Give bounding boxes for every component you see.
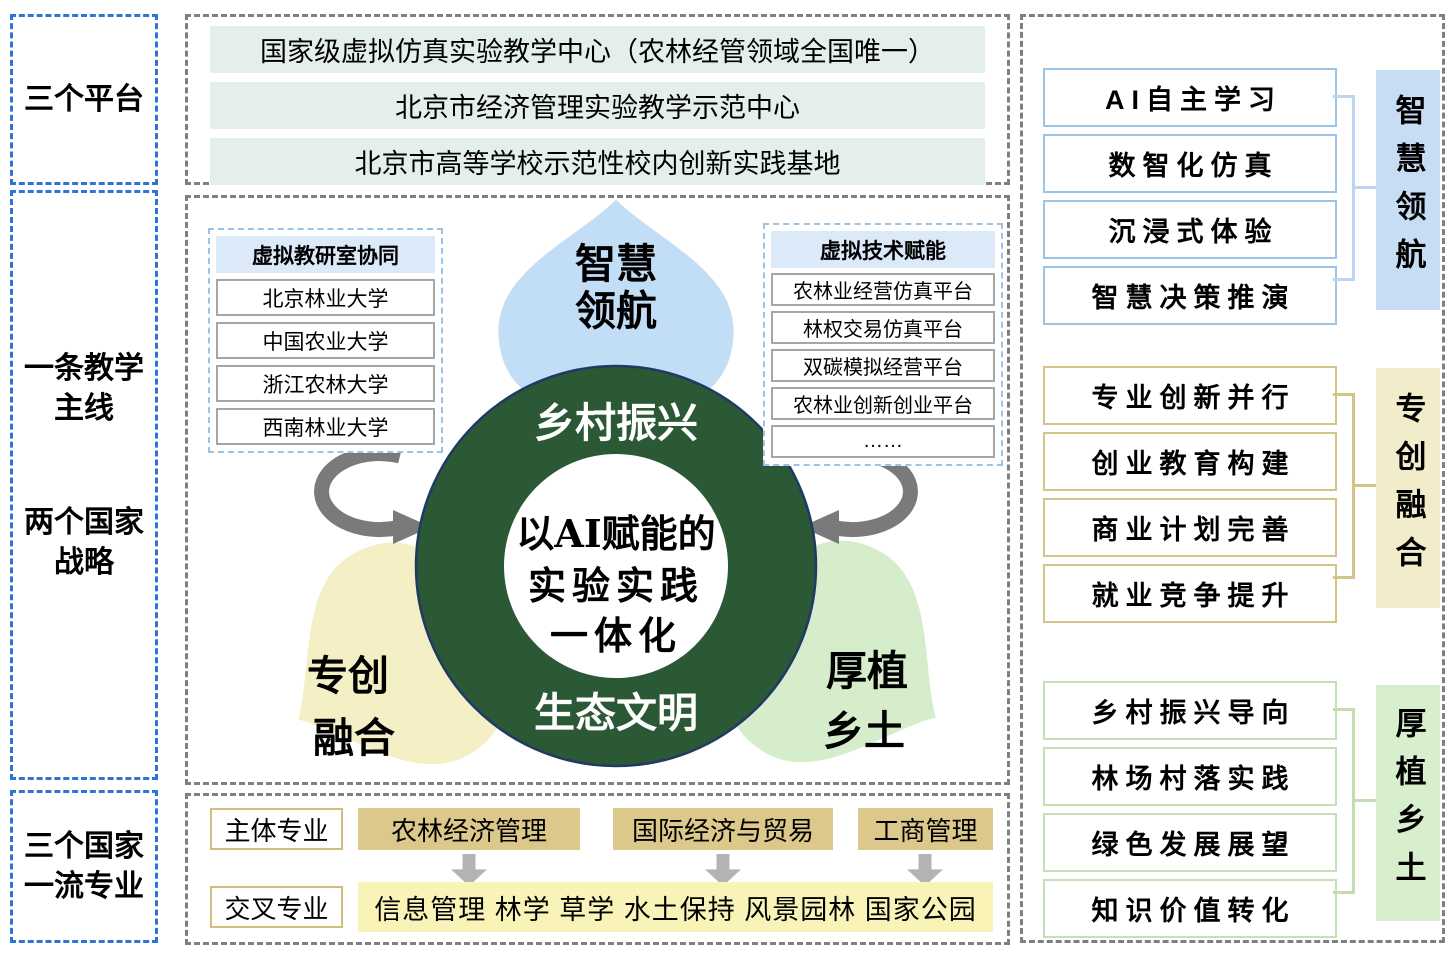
outcome-item: 绿色发展展望 [1043, 813, 1337, 872]
outcome-item: 就业竞争提升 [1043, 564, 1337, 623]
university-item: 西南林业大学 [216, 408, 435, 445]
group-smart-navigation: AI自主学习 数智化仿真 沉浸式体验 智慧决策推演 [1043, 68, 1337, 332]
virtual-office-panel: 虚拟教研室协同 北京林业大学 中国农业大学 浙江农林大学 西南林业大学 [208, 228, 443, 453]
university-item: 中国农业大学 [216, 322, 435, 359]
group2-bracket-stub [1355, 484, 1376, 487]
petal-left-label-1: 专创 [307, 653, 389, 699]
virtual-tech-panel: 虚拟技术赋能 农林业经营仿真平台 林权交易仿真平台 双碳模拟经营平台 农林业创新… [763, 223, 1003, 466]
university-item: 浙江农林大学 [216, 365, 435, 402]
virtual-office-title: 虚拟教研室协同 [216, 236, 435, 273]
group3-bracket-stub [1355, 799, 1376, 802]
platform-row-3: 北京市高等学校示范性校内创新实践基地 [210, 138, 985, 185]
group1-bracket-stub [1355, 186, 1376, 189]
main-major-2: 国际经济与贸易 [613, 808, 833, 850]
ring-top-label: 乡村振兴 [534, 400, 698, 446]
outcome-item: 智慧决策推演 [1043, 266, 1337, 325]
platform-row-2: 北京市经济管理实验教学示范中心 [210, 82, 985, 129]
core-line-3: 一体化 [550, 613, 682, 658]
group3-bracket [1333, 708, 1355, 894]
group3-label: 厚植乡土 [1376, 685, 1440, 921]
cycle-arrow-left-icon [314, 446, 431, 544]
outcome-item: 乡村振兴导向 [1043, 681, 1337, 740]
group1-label: 智慧领航 [1376, 70, 1440, 310]
ring-bottom-label: 生态文明 [534, 690, 698, 736]
petal-top-label-1: 智慧 [575, 241, 657, 287]
majors-label: 三个国家 一流专业 [24, 829, 144, 903]
petal-left-label-2: 融合 [313, 715, 395, 761]
platform-item-ellipsis: …… [771, 425, 995, 458]
platform-row-1: 国家级虚拟仿真实验教学中心（农林经管领域全国唯一） [210, 26, 985, 73]
main-majors-label: 主体专业 [210, 808, 343, 850]
platform-item: 双碳模拟经营平台 [771, 349, 995, 382]
majors-box: 主体专业 农林经济管理 国际经济与贸易 工商管理 交叉专业 信息管理 林学 草学… [185, 793, 1010, 945]
left-box-mainline-strategy: 一条教学 主线 两个国家 战略 [10, 190, 158, 780]
ring-inner [504, 454, 728, 678]
right-outcomes-box: AI自主学习 数智化仿真 沉浸式体验 智慧决策推演 智慧领航 专业创新并行 创业… [1020, 14, 1445, 943]
group2-label: 专创融合 [1376, 368, 1440, 608]
platforms-box: 国家级虚拟仿真实验教学中心（农林经管领域全国唯一） 北京市经济管理实验教学示范中… [185, 14, 1010, 185]
center-diagram-box: 乡村振兴 生态文明 以AI赋能的 实验实践 一体化 智慧 领航 专创 融合 厚植… [185, 195, 1010, 785]
group-innovation-fusion: 专业创新并行 创业教育构建 商业计划完善 就业竞争提升 [1043, 366, 1337, 630]
outcome-item: 林场村落实践 [1043, 747, 1337, 806]
group2-bracket [1333, 393, 1355, 579]
main-major-3: 工商管理 [858, 808, 993, 850]
virtual-tech-title: 虚拟技术赋能 [771, 231, 995, 268]
group-rural-roots: 乡村振兴导向 林场村落实践 绿色发展展望 知识价值转化 [1043, 681, 1337, 945]
core-line-1: 以AI赋能的 [516, 511, 715, 556]
outcome-item: 专业创新并行 [1043, 366, 1337, 425]
petal-right-label-2: 乡土 [823, 708, 905, 754]
outcome-item: 商业计划完善 [1043, 498, 1337, 557]
platform-item: 农林业创新创业平台 [771, 387, 995, 420]
outcome-item: 知识价值转化 [1043, 879, 1337, 938]
outcome-item: AI自主学习 [1043, 68, 1337, 127]
petal-right-label-1: 厚植 [826, 648, 908, 694]
left-box-platforms: 三个平台 [10, 14, 158, 185]
cross-majors-list: 信息管理 林学 草学 水土保持 风景园林 国家公园 [358, 882, 993, 932]
outcome-item: 沉浸式体验 [1043, 200, 1337, 259]
main-major-1: 农林经济管理 [358, 808, 580, 850]
mainline-label: 一条教学 主线 [24, 352, 144, 425]
ring-petal-diagram: 乡村振兴 生态文明 以AI赋能的 实验实践 一体化 智慧 领航 专创 融合 厚植… [240, 199, 994, 784]
cycle-arrow-right-icon [801, 446, 918, 544]
petal-top-label-2: 领航 [575, 288, 657, 334]
platforms-label: 三个平台 [24, 82, 144, 116]
university-item: 北京林业大学 [216, 279, 435, 316]
outcome-item: 创业教育构建 [1043, 432, 1337, 491]
core-line-2: 实验实践 [528, 563, 704, 608]
strategy-label: 两个国家 战略 [24, 506, 144, 579]
platform-item: 农林业经营仿真平台 [771, 273, 995, 306]
group1-bracket [1333, 95, 1355, 281]
cross-majors-label: 交叉专业 [210, 886, 343, 928]
platform-item: 林权交易仿真平台 [771, 311, 995, 344]
outcome-item: 数智化仿真 [1043, 134, 1337, 193]
left-box-majors: 三个国家 一流专业 [10, 790, 158, 943]
